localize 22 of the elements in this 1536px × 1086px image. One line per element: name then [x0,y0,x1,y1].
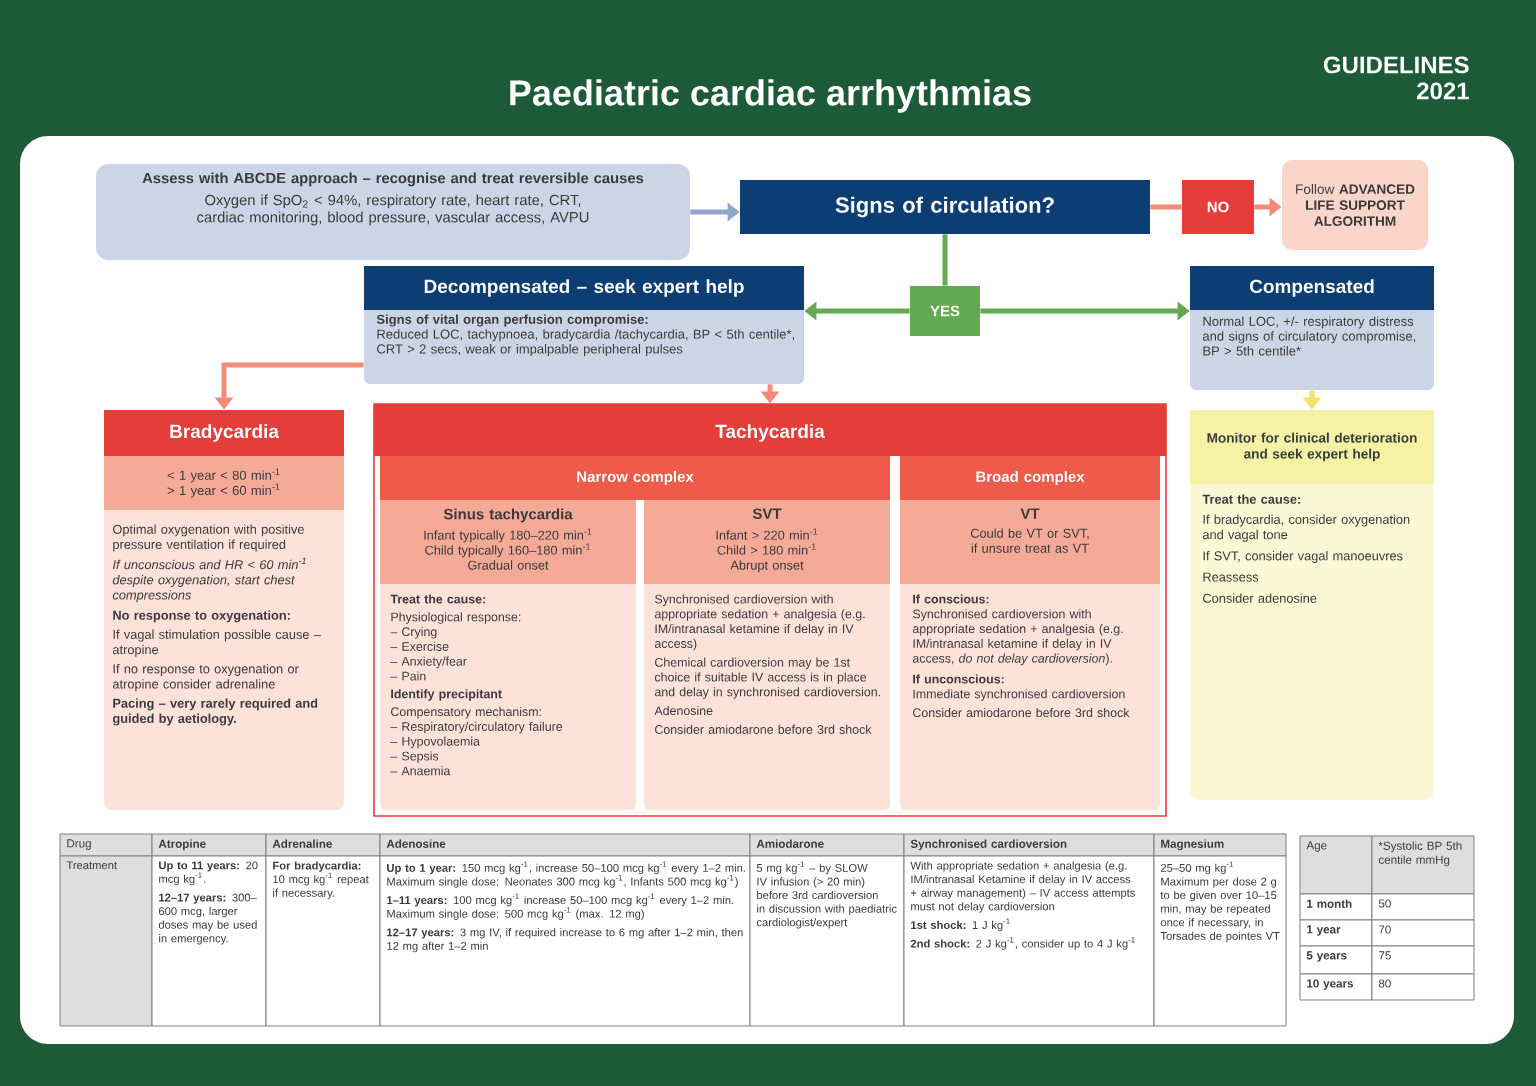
category-band [900,456,1160,500]
process-box [380,500,636,810]
process-box [364,266,804,384]
process-box [644,500,890,810]
process-box [1190,410,1434,800]
process-box [373,403,1167,817]
box-heading: Signs of circulation? [835,196,1054,218]
answer-box [910,286,980,336]
process-box [96,164,690,260]
box-heading: Tachycardia [715,424,825,442]
process-box [900,500,1160,810]
category-band [380,456,890,500]
title: Paediatric cardiac arrhythmias [510,79,1031,113]
process-box [104,410,344,810]
header-label: GUIDELINES 2021 [1323,56,1469,100]
process-box [1282,160,1428,250]
decision-box [740,180,1150,234]
box-heading: Bradycardia [170,424,280,442]
process-box [1190,266,1434,390]
box-heading: Compensated [1249,279,1374,297]
box-heading: Decompensated – seek expert help [424,279,744,297]
answer-box [1182,180,1254,234]
